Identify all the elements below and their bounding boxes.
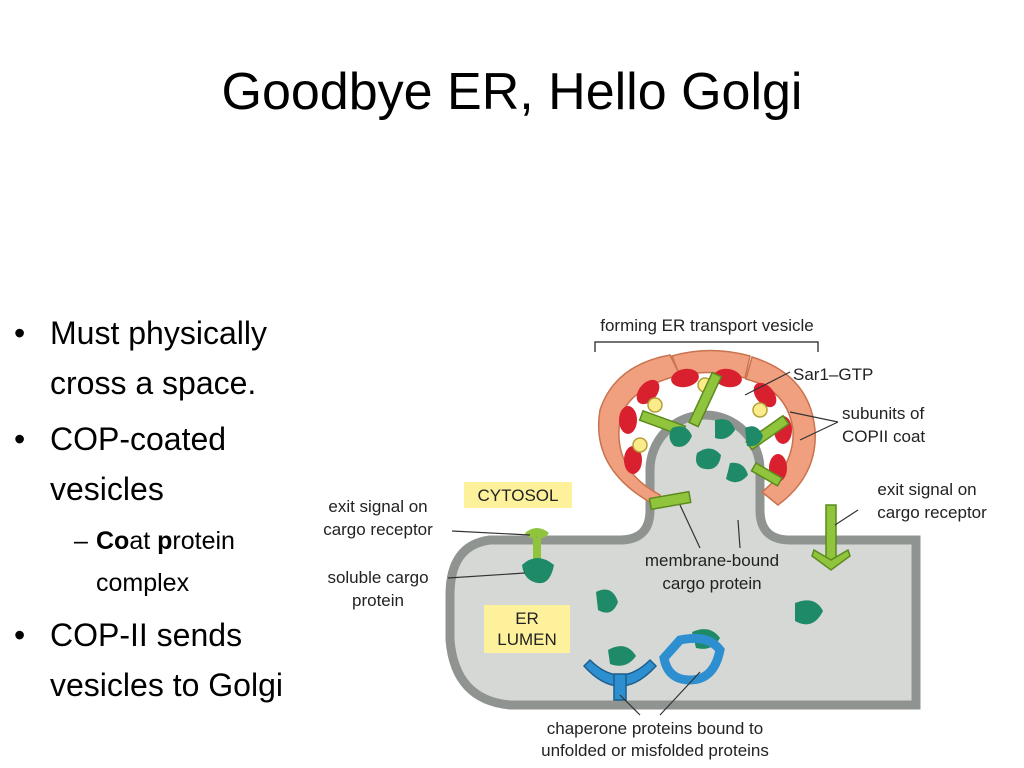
lumen-cargo: [596, 589, 823, 666]
label-exit-left-1: exit signal on: [328, 497, 427, 516]
label-cytosol: CYTOSOL: [478, 486, 559, 505]
bold-p: p: [157, 527, 173, 555]
leader-lines: [447, 371, 859, 716]
bullet-cross-space: • Must physically cross a space.: [14, 308, 334, 408]
bullet-list: • Must physically cross a space. • COP-c…: [14, 308, 334, 716]
bullet-line: COP-coated: [50, 421, 227, 457]
label-soluble-2: protein: [352, 591, 404, 610]
label-sar1-gtp: Sar1–GTP: [793, 365, 873, 384]
er-vesicle-diagram: forming ER transport vesicle Sar1–GTP su…: [323, 316, 987, 760]
text-rotein: rotein: [172, 527, 235, 555]
bullet-line: cross a space.: [50, 365, 257, 401]
label-chaperone-1: chaperone proteins bound to: [547, 719, 763, 738]
bullet-cop-vesicles: • COP-coated vesicles: [14, 414, 334, 514]
chaperone-proteins: [582, 633, 725, 701]
copii-coat: [598, 349, 816, 507]
coat-outer-left: [598, 354, 682, 507]
bullet-line: vesicles: [50, 471, 164, 507]
right-receptor: [811, 504, 851, 571]
label-forming-vesicle: forming ER transport vesicle: [600, 316, 814, 335]
cytosol-box: [464, 482, 572, 508]
vesicle-cargo: [669, 419, 763, 483]
label-soluble-1: soluble cargo: [327, 568, 428, 587]
bold-co: Co: [96, 527, 130, 555]
coat-outer-right: [745, 356, 816, 506]
label-er: ER: [515, 609, 539, 628]
bullet-cop-ii: • COP-II sends vesicles to Golgi: [14, 610, 334, 710]
sub-bullet-line: Coat protein: [96, 520, 334, 562]
label-exit-right-1: exit signal on: [877, 480, 976, 499]
er-lumen-box: [484, 605, 570, 653]
left-receptor-soluble-cargo: [522, 528, 554, 584]
label-subunits-2: COPII coat: [842, 427, 925, 446]
text-at: at: [129, 527, 158, 555]
label-lumen: LUMEN: [497, 630, 557, 649]
label-exit-right-2: cargo receptor: [877, 503, 987, 522]
sub-bullet-marker: –: [74, 527, 88, 555]
bullet-line: Must physically: [50, 315, 267, 351]
sub-bullet-coat-protein: – Coat protein complex: [14, 520, 334, 604]
bullet-marker: •: [14, 315, 26, 351]
bullet-marker: •: [14, 617, 26, 653]
label-chaperone-2: unfolded or misfolded proteins: [541, 741, 769, 760]
bullet-line: vesicles to Golgi: [50, 667, 283, 703]
bullet-line: COP-II sends: [50, 617, 243, 653]
slide-title: Goodbye ER, Hello Golgi: [221, 63, 803, 121]
sar1-gtp-subunits: [632, 377, 768, 453]
forming-vesicle-bracket: [594, 341, 819, 352]
sub-bullet-line: complex: [96, 569, 190, 597]
label-membrane-1: membrane-bound: [645, 551, 779, 570]
label-exit-left-2: cargo receptor: [323, 520, 433, 539]
bullet-marker: •: [14, 421, 26, 457]
label-membrane-2: cargo protein: [662, 574, 761, 593]
label-subunits-1: subunits of: [842, 404, 924, 423]
